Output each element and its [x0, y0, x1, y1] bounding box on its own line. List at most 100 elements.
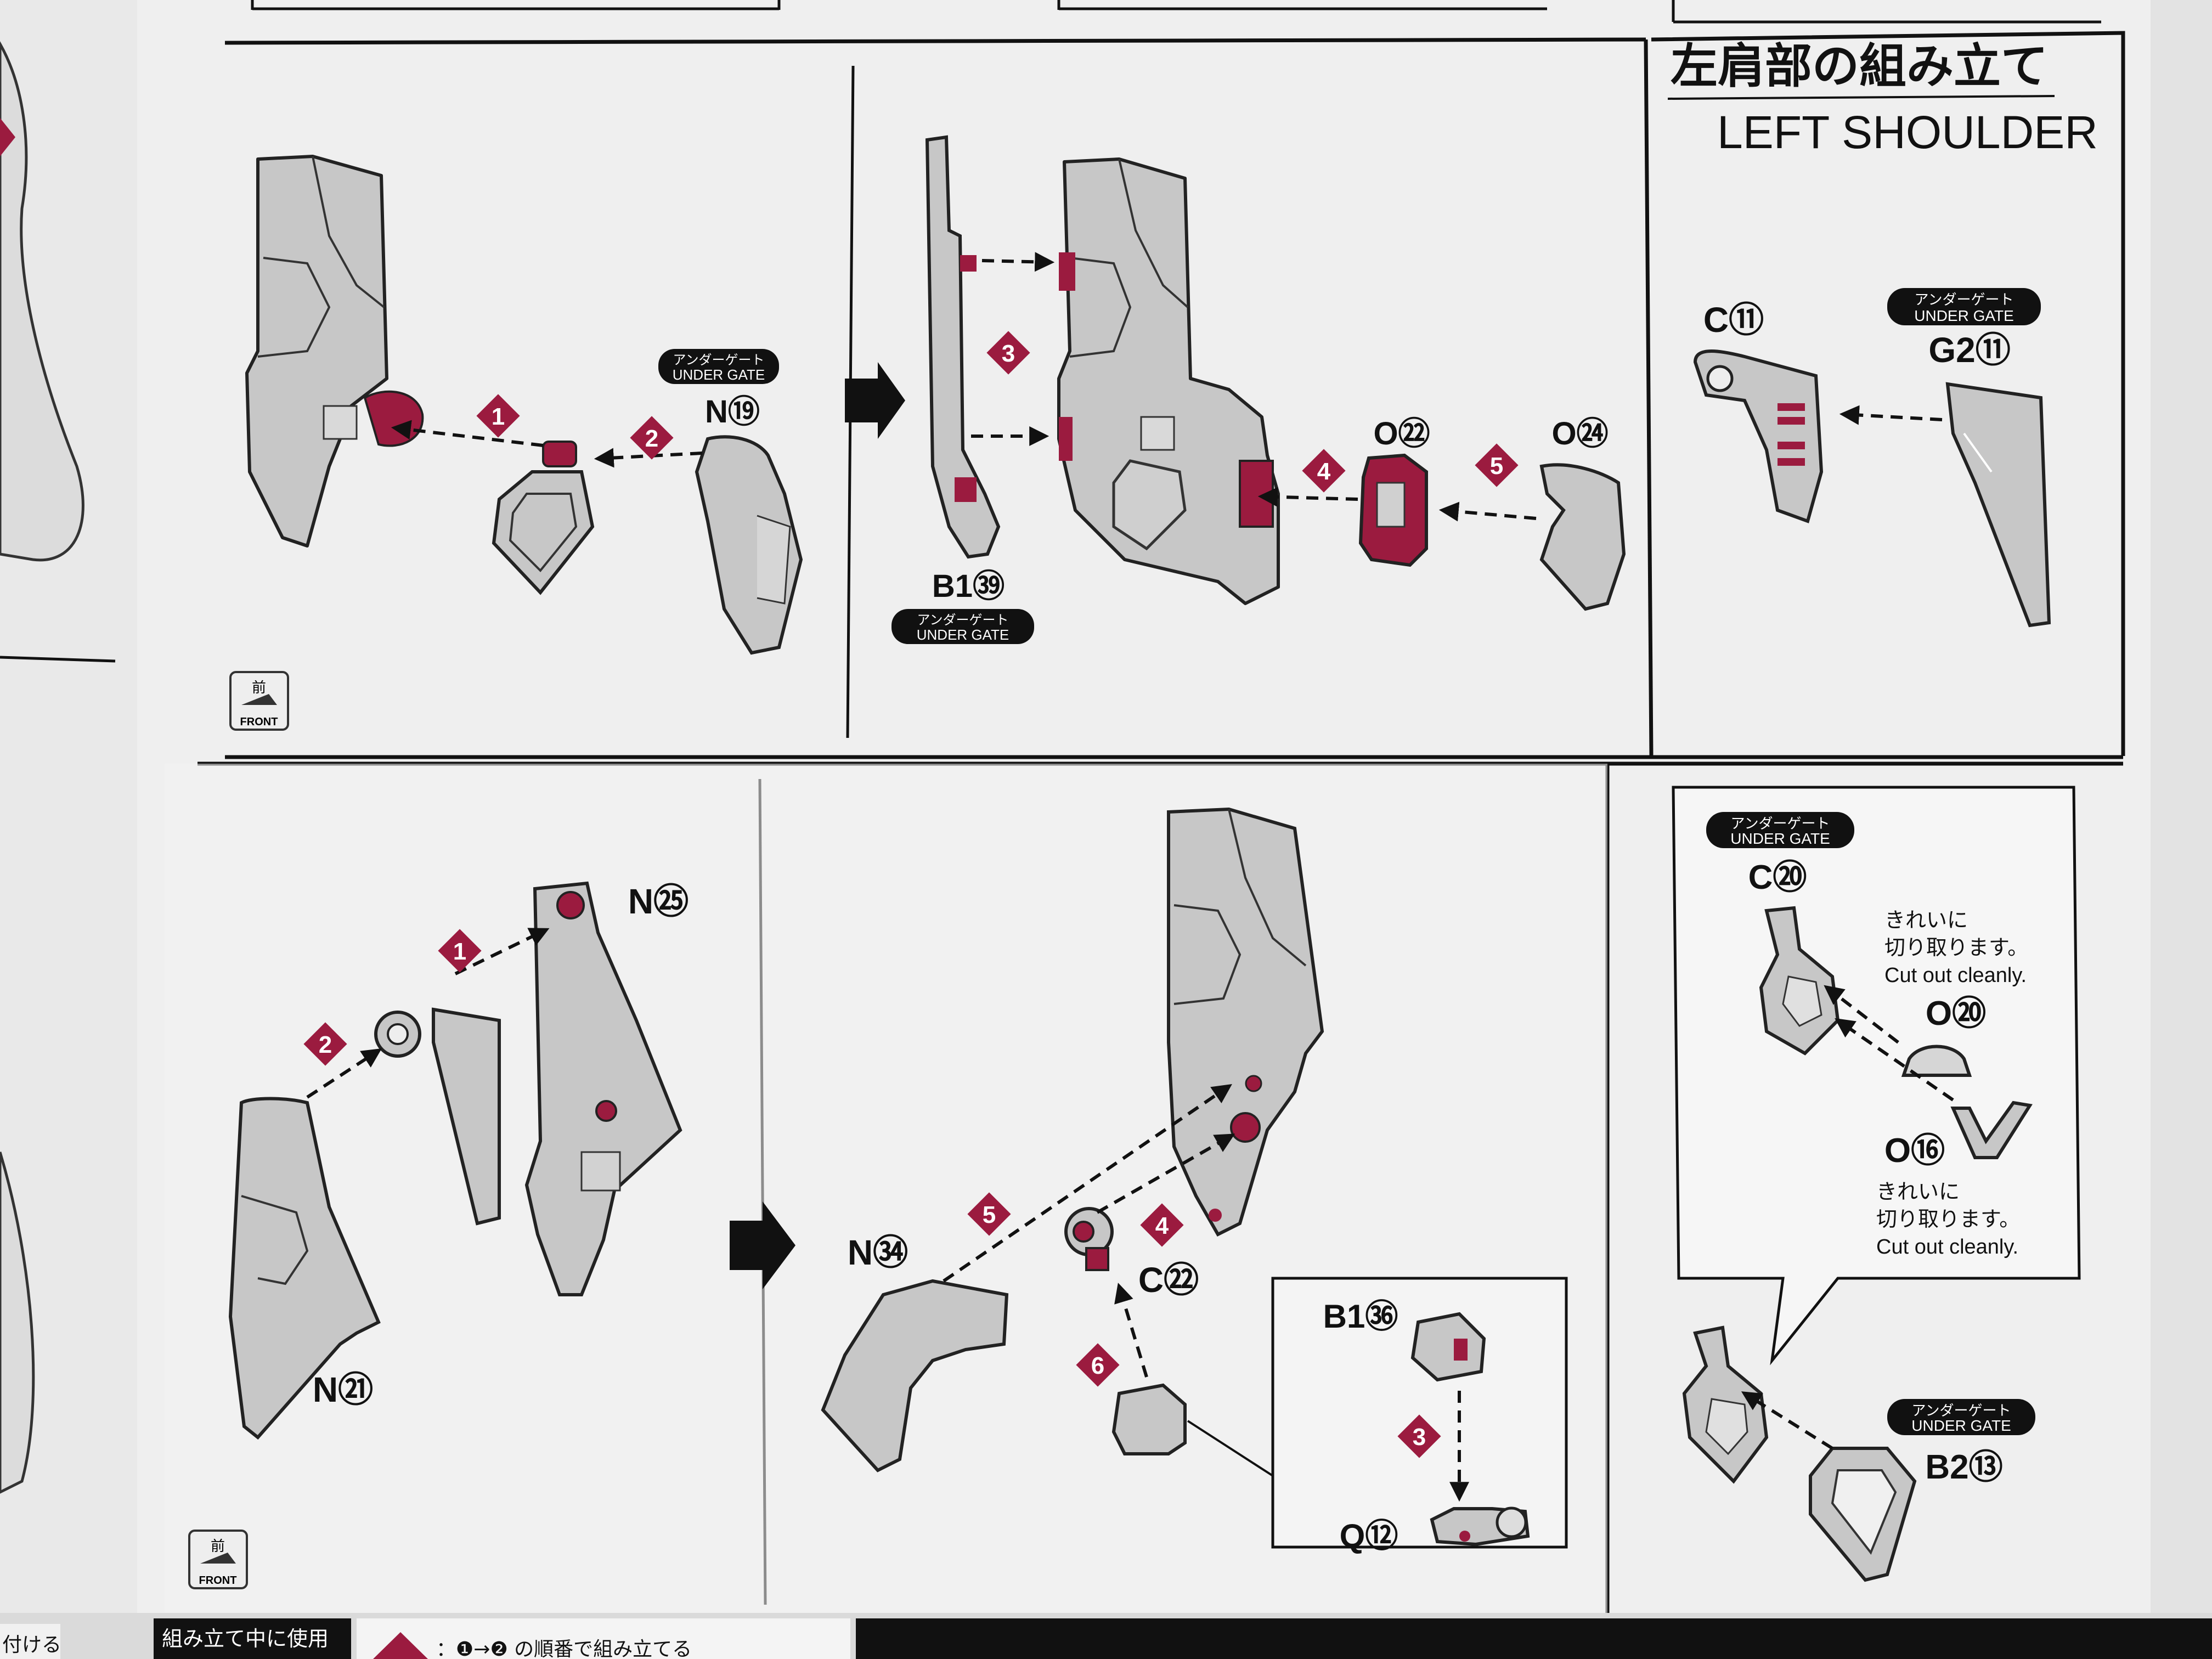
- svg-text:UNDER GATE: UNDER GATE: [1911, 1417, 2011, 1434]
- under-gate-badge: アンダーゲート UNDER GATE: [658, 349, 779, 384]
- step-badge-3: 3: [986, 331, 1030, 375]
- part-joint-peg: [542, 441, 577, 467]
- transition-arrow-2: [730, 1201, 795, 1289]
- step-badge-footer: [373, 1632, 428, 1659]
- part-label-o16: O⑯: [1884, 1132, 1945, 1170]
- cut-note-2-jp1: きれいに: [1876, 1180, 1960, 1204]
- step-badge-6: 6: [1076, 1343, 1120, 1387]
- part-cap: [1111, 1383, 1187, 1455]
- svg-text:FRONT: FRONT: [240, 716, 278, 728]
- svg-text:4: 4: [1155, 1212, 1169, 1239]
- under-gate-badge: アンダーゲート UNDER GATE: [1887, 1399, 2035, 1435]
- svg-text:6: 6: [1091, 1352, 1104, 1379]
- step-badge-1-lower: 1: [438, 929, 482, 973]
- svg-text:前: 前: [211, 1538, 225, 1555]
- part-label-o22: O㉒: [1373, 416, 1430, 452]
- part-label-n25: N㉕: [628, 882, 689, 921]
- panel-1-upper-arm-assembly: 1 2 アンダーゲート UNDER GATE N⑲ 前 FRONT: [229, 155, 803, 731]
- footer-order-text: ：❶→❷ の順番で組み立てる: [436, 1638, 692, 1659]
- figure-edge-fragment: [0, 41, 84, 562]
- part-label-c11: C⑪: [1703, 300, 1764, 340]
- cut-note-1-jp1: きれいに: [1884, 908, 1968, 932]
- callout-box: [1672, 786, 2081, 1365]
- part-n34: [821, 1279, 1009, 1472]
- part-n25: [524, 881, 682, 1296]
- svg-text:4: 4: [1317, 458, 1331, 485]
- part-fin: [432, 1007, 501, 1226]
- part-b1-39: [925, 135, 1001, 559]
- part-o16: [1950, 1101, 2033, 1159]
- svg-text:3: 3: [1002, 340, 1015, 367]
- part-label-c20: C⑳: [1748, 859, 1807, 896]
- svg-text:5: 5: [1490, 453, 1503, 479]
- section-title-jp: 左肩部の組み立て: [1671, 39, 2048, 94]
- part-label-b1-39: B1㊴: [932, 568, 1005, 604]
- part-label-g2-11: G2⑪: [1928, 330, 2010, 370]
- part-label-o20: O⑳: [1926, 995, 1986, 1032]
- under-gate-badge: アンダーゲート UNDER GATE: [891, 609, 1034, 644]
- part-label-c22: C㉒: [1138, 1260, 1199, 1300]
- part-n21: [228, 1097, 381, 1440]
- part-label-b2-13: B2⑬: [1925, 1448, 2002, 1486]
- part-b1-36: [1410, 1312, 1486, 1382]
- svg-text:アンダーゲート: アンダーゲート: [673, 352, 764, 368]
- part-o24: [1539, 463, 1626, 611]
- part-o20: [1901, 1045, 1972, 1077]
- panel-2-shoulder-detail: 3 4 5 O㉒ O㉔ B1㊴ アンダーゲート UNDER GATE: [891, 135, 1626, 644]
- front-icon: 前 FRONT: [229, 671, 289, 731]
- panel-4-final-assembly: 5 4 6 N㉞ C㉒ 3 B1㊱ Q⑫: [821, 807, 1568, 1554]
- step-badge-1: 1: [476, 394, 520, 438]
- cut-note-2-en: Cut out cleanly.: [1876, 1235, 2018, 1259]
- svg-text:FRONT: FRONT: [199, 1575, 237, 1587]
- cut-note-1-jp2: 切り取ります。: [1884, 935, 2028, 960]
- cut-note-1-en: Cut out cleanly.: [1884, 964, 2027, 987]
- svg-text:UNDER GATE: UNDER GATE: [1730, 830, 1830, 847]
- svg-text:2: 2: [319, 1031, 332, 1058]
- part-shoulder-armor-final: [1167, 807, 1324, 1237]
- footer-fragment: 付ける: [2, 1634, 61, 1656]
- part-hex-shield: [492, 470, 595, 595]
- svg-text:1: 1: [492, 403, 505, 430]
- panel-frame-top: [224, 31, 2125, 759]
- step-badge-3-inset: 3: [1397, 1414, 1441, 1458]
- footer-used-label: 組み立て中に使用: [162, 1627, 329, 1651]
- svg-text:アンダーゲート: アンダーゲート: [917, 612, 1008, 628]
- part-shoulder-armor: [245, 155, 388, 548]
- title-panel: 左肩部の組み立て LEFT SHOULDER C⑪ G2⑪ アンダーゲート UN…: [1667, 39, 2098, 628]
- transition-arrow-1: [845, 362, 905, 439]
- step-badge-4-lower: 4: [1140, 1203, 1184, 1247]
- svg-text:1: 1: [453, 938, 466, 965]
- part-label-n21: N㉑: [313, 1370, 373, 1409]
- svg-text:UNDER GATE: UNDER GATE: [917, 627, 1009, 643]
- step-badge-partial: [0, 118, 15, 156]
- svg-text:2: 2: [645, 425, 658, 452]
- part-label-o24: O㉔: [1551, 416, 1608, 452]
- svg-text:アンダーゲート: アンダーゲート: [1915, 292, 2014, 308]
- part-label-n19: N⑲: [705, 394, 760, 430]
- panel-3-shoulder-frame: 1 2 N㉕ N㉑ 前 FRONT: [188, 881, 689, 1589]
- step-badge-2: 2: [630, 416, 674, 460]
- step-badge-5-lower: 5: [967, 1192, 1011, 1236]
- part-c11: [1693, 349, 1824, 523]
- svg-text:アンダーゲート: アンダーゲート: [1731, 816, 1830, 832]
- footer-bar: 付ける 組み立て中に使用 ：❶→❷ の順番で組み立てる: [0, 1613, 2212, 1659]
- part-label-q12: Q⑫: [1340, 1517, 1398, 1554]
- inset-box: [1271, 1277, 1568, 1549]
- section-title-en: LEFT SHOULDER: [1717, 106, 2098, 158]
- cut-note-2-jp2: 切り取ります。: [1876, 1207, 2020, 1231]
- svg-text:前: 前: [252, 680, 266, 696]
- part-label-n34: N㉞: [848, 1233, 908, 1272]
- svg-text:アンダーゲート: アンダーゲート: [1912, 1403, 2011, 1419]
- svg-text:5: 5: [983, 1201, 996, 1228]
- svg-text:UNDER GATE: UNDER GATE: [673, 366, 765, 383]
- svg-text:3: 3: [1413, 1424, 1426, 1451]
- part-label-b1-36: B1㊱: [1323, 1298, 1398, 1335]
- step-badge-2-lower: 2: [303, 1022, 347, 1066]
- under-gate-badge: アンダーゲート UNDER GATE: [1887, 288, 2041, 325]
- panel-5-cut-detail: アンダーゲート UNDER GATE C⑳ きれいに 切り取ります。 Cut o…: [1672, 786, 2081, 1582]
- under-gate-badge: アンダーゲート UNDER GATE: [1706, 812, 1854, 848]
- accent-socket-2: [1239, 460, 1274, 528]
- front-icon: 前 FRONT: [188, 1530, 248, 1589]
- svg-text:UNDER GATE: UNDER GATE: [1914, 307, 2014, 324]
